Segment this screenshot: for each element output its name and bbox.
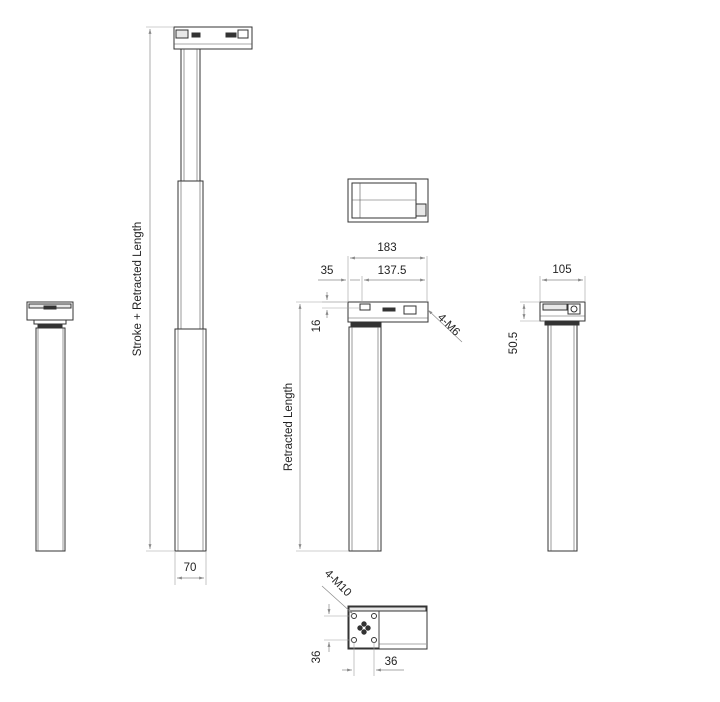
extended-column-view (173, 26, 253, 552)
dim-4m10-label: 4-M10 (322, 568, 354, 600)
bottom-plate-view (347, 605, 428, 650)
side-column-view (347, 301, 429, 552)
stroke-retracted-label: Stroke + Retracted Length (132, 222, 144, 357)
dim-183: 183 (347, 242, 428, 302)
dim-105: 105 (539, 264, 586, 302)
dim-35-label: 35 (321, 265, 334, 277)
top-bracket-view (347, 178, 429, 223)
dim-105-label: 105 (552, 264, 571, 276)
leader-4-m6: 4-M6 (427, 309, 463, 343)
dim-50-5: 50.5 (508, 301, 545, 354)
right-column-view (539, 301, 586, 552)
retracted-length-label: Retracted Length (283, 383, 295, 471)
dim-4m6-label: 4-M6 (435, 312, 462, 339)
dim-70-label: 70 (184, 562, 197, 574)
width-70-dimension: 70 (174, 552, 207, 585)
dim-36-horizontal-label: 36 (385, 656, 398, 668)
retracted-length-dimension: Retracted Length (283, 301, 349, 552)
dim-36-vertical: 36 (311, 604, 352, 663)
dim-137-5-label: 137.5 (378, 265, 407, 277)
dim-36-horizontal: 36 (342, 642, 404, 676)
stroke-retracted-dimension: Stroke + Retracted Length (132, 26, 175, 552)
dim-183-label: 183 (377, 242, 396, 254)
dim-35-137-5: 35 137.5 (318, 265, 425, 304)
retracted-column-view (26, 301, 74, 552)
dim-36-vertical-label: 36 (311, 651, 323, 664)
dim-16-label: 16 (311, 320, 323, 333)
dim-50-5-label: 50.5 (508, 332, 520, 354)
